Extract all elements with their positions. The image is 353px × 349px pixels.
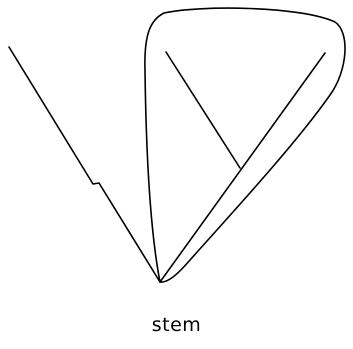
clade-loop — [145, 8, 345, 282]
inner-branch — [166, 52, 240, 168]
left-branch — [9, 47, 160, 282]
right-branch — [160, 53, 325, 282]
stem-label: stem — [0, 314, 353, 336]
